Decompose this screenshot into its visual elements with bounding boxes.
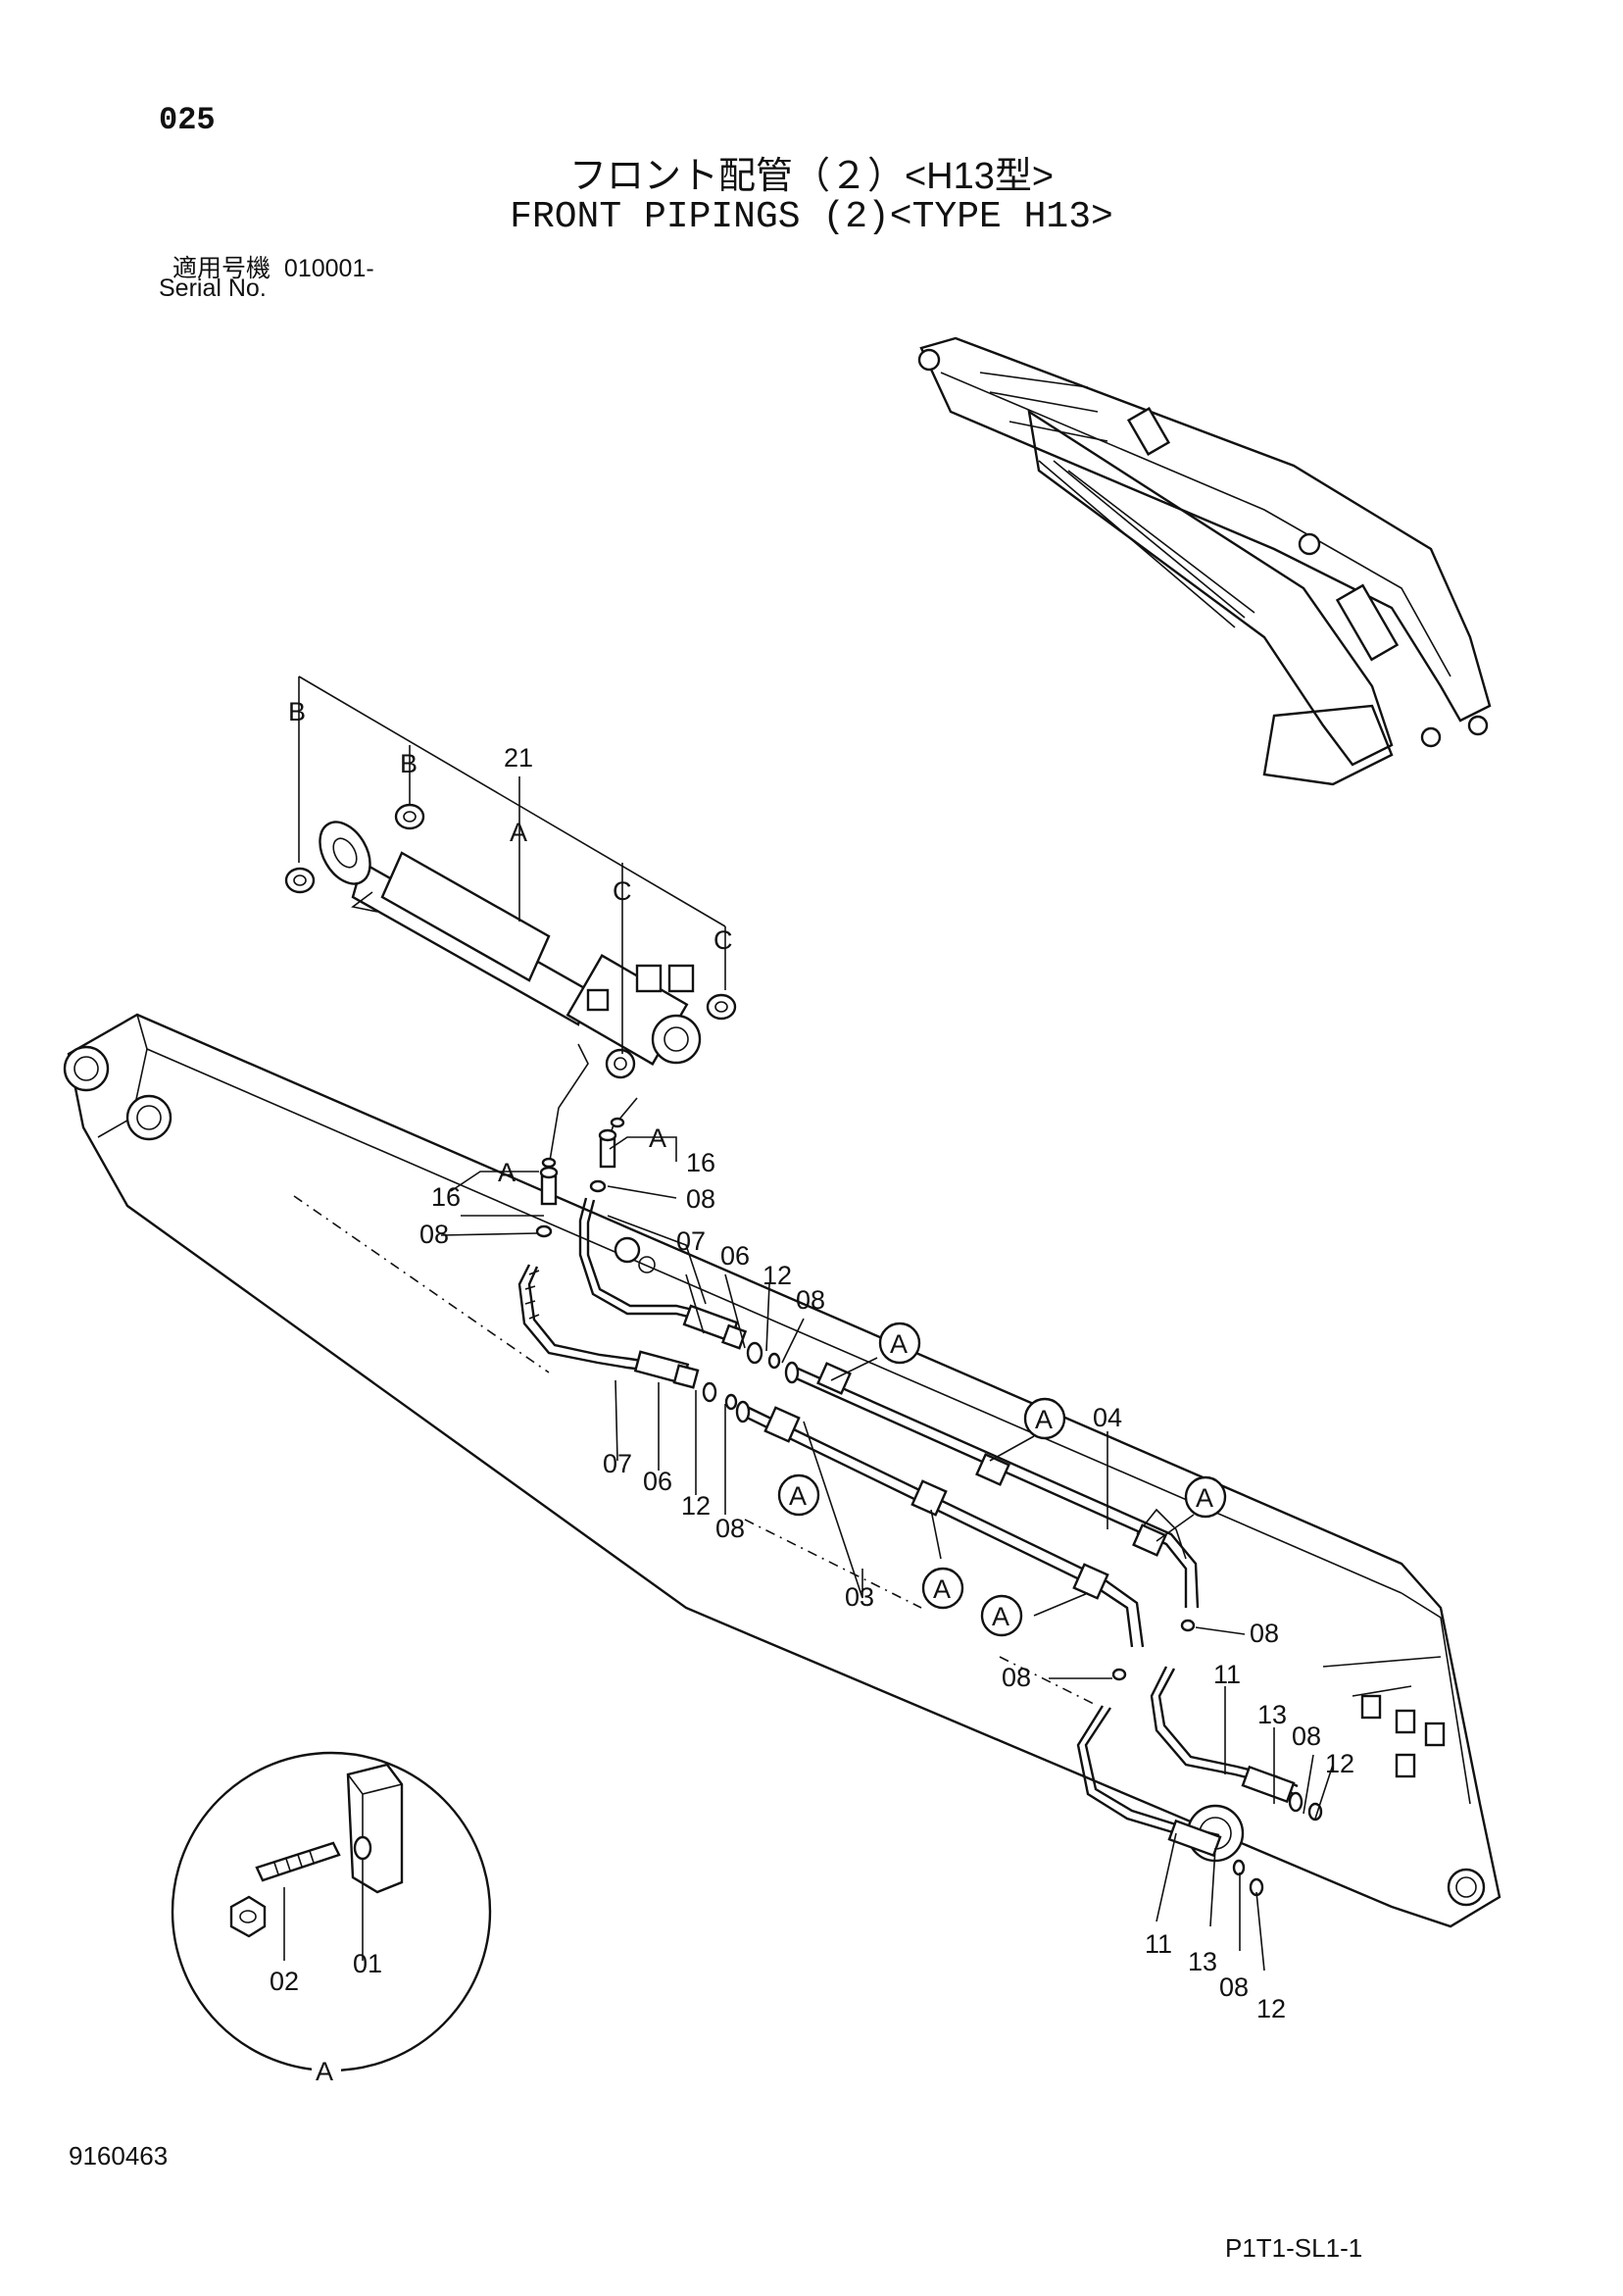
part-07-lower: 07 — [603, 1449, 632, 1478]
boom-body — [63, 1013, 1501, 1928]
reference-bracket-lines — [298, 675, 726, 1168]
part-08-right-upper: 08 — [1250, 1619, 1279, 1648]
leader-lines — [440, 776, 1334, 1972]
part-07-upper: 07 — [676, 1226, 706, 1256]
part-21: 21 — [504, 743, 533, 773]
callout-a-2: A — [1035, 1405, 1053, 1434]
part-12-upper: 12 — [762, 1261, 792, 1290]
part-11-lower: 11 — [1145, 1929, 1172, 1959]
detail-a-inset: 02 01 A — [171, 1751, 492, 2086]
part-numbers: 21 16 16 08 08 07 06 12 08 07 06 12 08 0… — [419, 743, 1354, 2023]
part-16-right: 16 — [686, 1148, 715, 1177]
callout-a-3: A — [1196, 1483, 1213, 1513]
bracket-letter-c-2: C — [713, 925, 733, 955]
part-08-lower-mid: 08 — [715, 1514, 745, 1543]
page-number: 025 — [159, 102, 216, 138]
bracket-letter-b-1: B — [288, 697, 306, 726]
part-13-upper: 13 — [1257, 1700, 1287, 1729]
hose-middle — [578, 1197, 781, 1370]
part-04: 04 — [1093, 1403, 1122, 1432]
serial-label-jp: 適用号機 — [172, 255, 271, 282]
callout-a-5: A — [933, 1574, 951, 1604]
pipe-04 — [784, 1361, 1200, 1609]
title-english: FRONT PIPINGS (2)<TYPE H13> — [510, 196, 1113, 238]
arm-cylinder — [319, 821, 702, 1066]
bracket-letters: B B A C C A A — [288, 697, 733, 1187]
document-number: 9160463 — [69, 2141, 169, 2171]
callout-circles: A A A A A A — [777, 1322, 1227, 1637]
bracket-letter-a-right: A — [649, 1123, 666, 1153]
center-lines — [293, 1195, 1099, 1707]
part-12-bottom: 12 — [1256, 1994, 1286, 2023]
bushings — [284, 803, 737, 1079]
part-12-lower: 12 — [681, 1491, 711, 1521]
hose-left — [517, 1264, 738, 1411]
part-02: 02 — [270, 1967, 299, 1996]
part-08-upper-mid: 08 — [796, 1285, 825, 1315]
reference-code: P1T1-SL1-1 — [1225, 2233, 1363, 2263]
detail-a-label: A — [316, 2057, 333, 2086]
part-11-upper: 11 — [1213, 1660, 1241, 1689]
serial-value: 010001- — [283, 255, 374, 282]
serial-line-japanese: 適用号機 010001- — [172, 249, 374, 284]
part-08-right-lower: 08 — [1002, 1663, 1031, 1692]
boom-overview-sketch — [917, 336, 1492, 786]
part-06-upper: 06 — [720, 1241, 750, 1271]
part-08-right: 08 — [686, 1184, 715, 1214]
bracket-letter-a-top: A — [510, 818, 527, 847]
callout-a-1: A — [890, 1329, 908, 1359]
part-06-lower: 06 — [643, 1467, 672, 1496]
serial-label-en: Serial No. — [159, 275, 267, 302]
part-13-lower: 13 — [1188, 1947, 1217, 1976]
bracket-letter-b-2: B — [400, 749, 418, 778]
upper-fittings — [535, 1117, 625, 1238]
part-12-upper-right: 12 — [1325, 1749, 1354, 1778]
part-08-left: 08 — [419, 1220, 449, 1249]
pipe-03 — [735, 1400, 1145, 1648]
part-08-bottom: 08 — [1219, 1972, 1249, 2002]
callout-a-6: A — [992, 1602, 1009, 1631]
bracket-letter-a-left: A — [498, 1158, 516, 1187]
title-japanese: フロント配管（２）<H13型> — [568, 156, 1055, 197]
bracket-letter-c-1: C — [613, 876, 632, 906]
part-03: 03 — [845, 1582, 874, 1612]
part-16-left: 16 — [431, 1182, 461, 1212]
part-01: 01 — [353, 1949, 382, 1978]
part-08-upper-right: 08 — [1292, 1722, 1321, 1751]
callout-a-4: A — [789, 1481, 807, 1511]
